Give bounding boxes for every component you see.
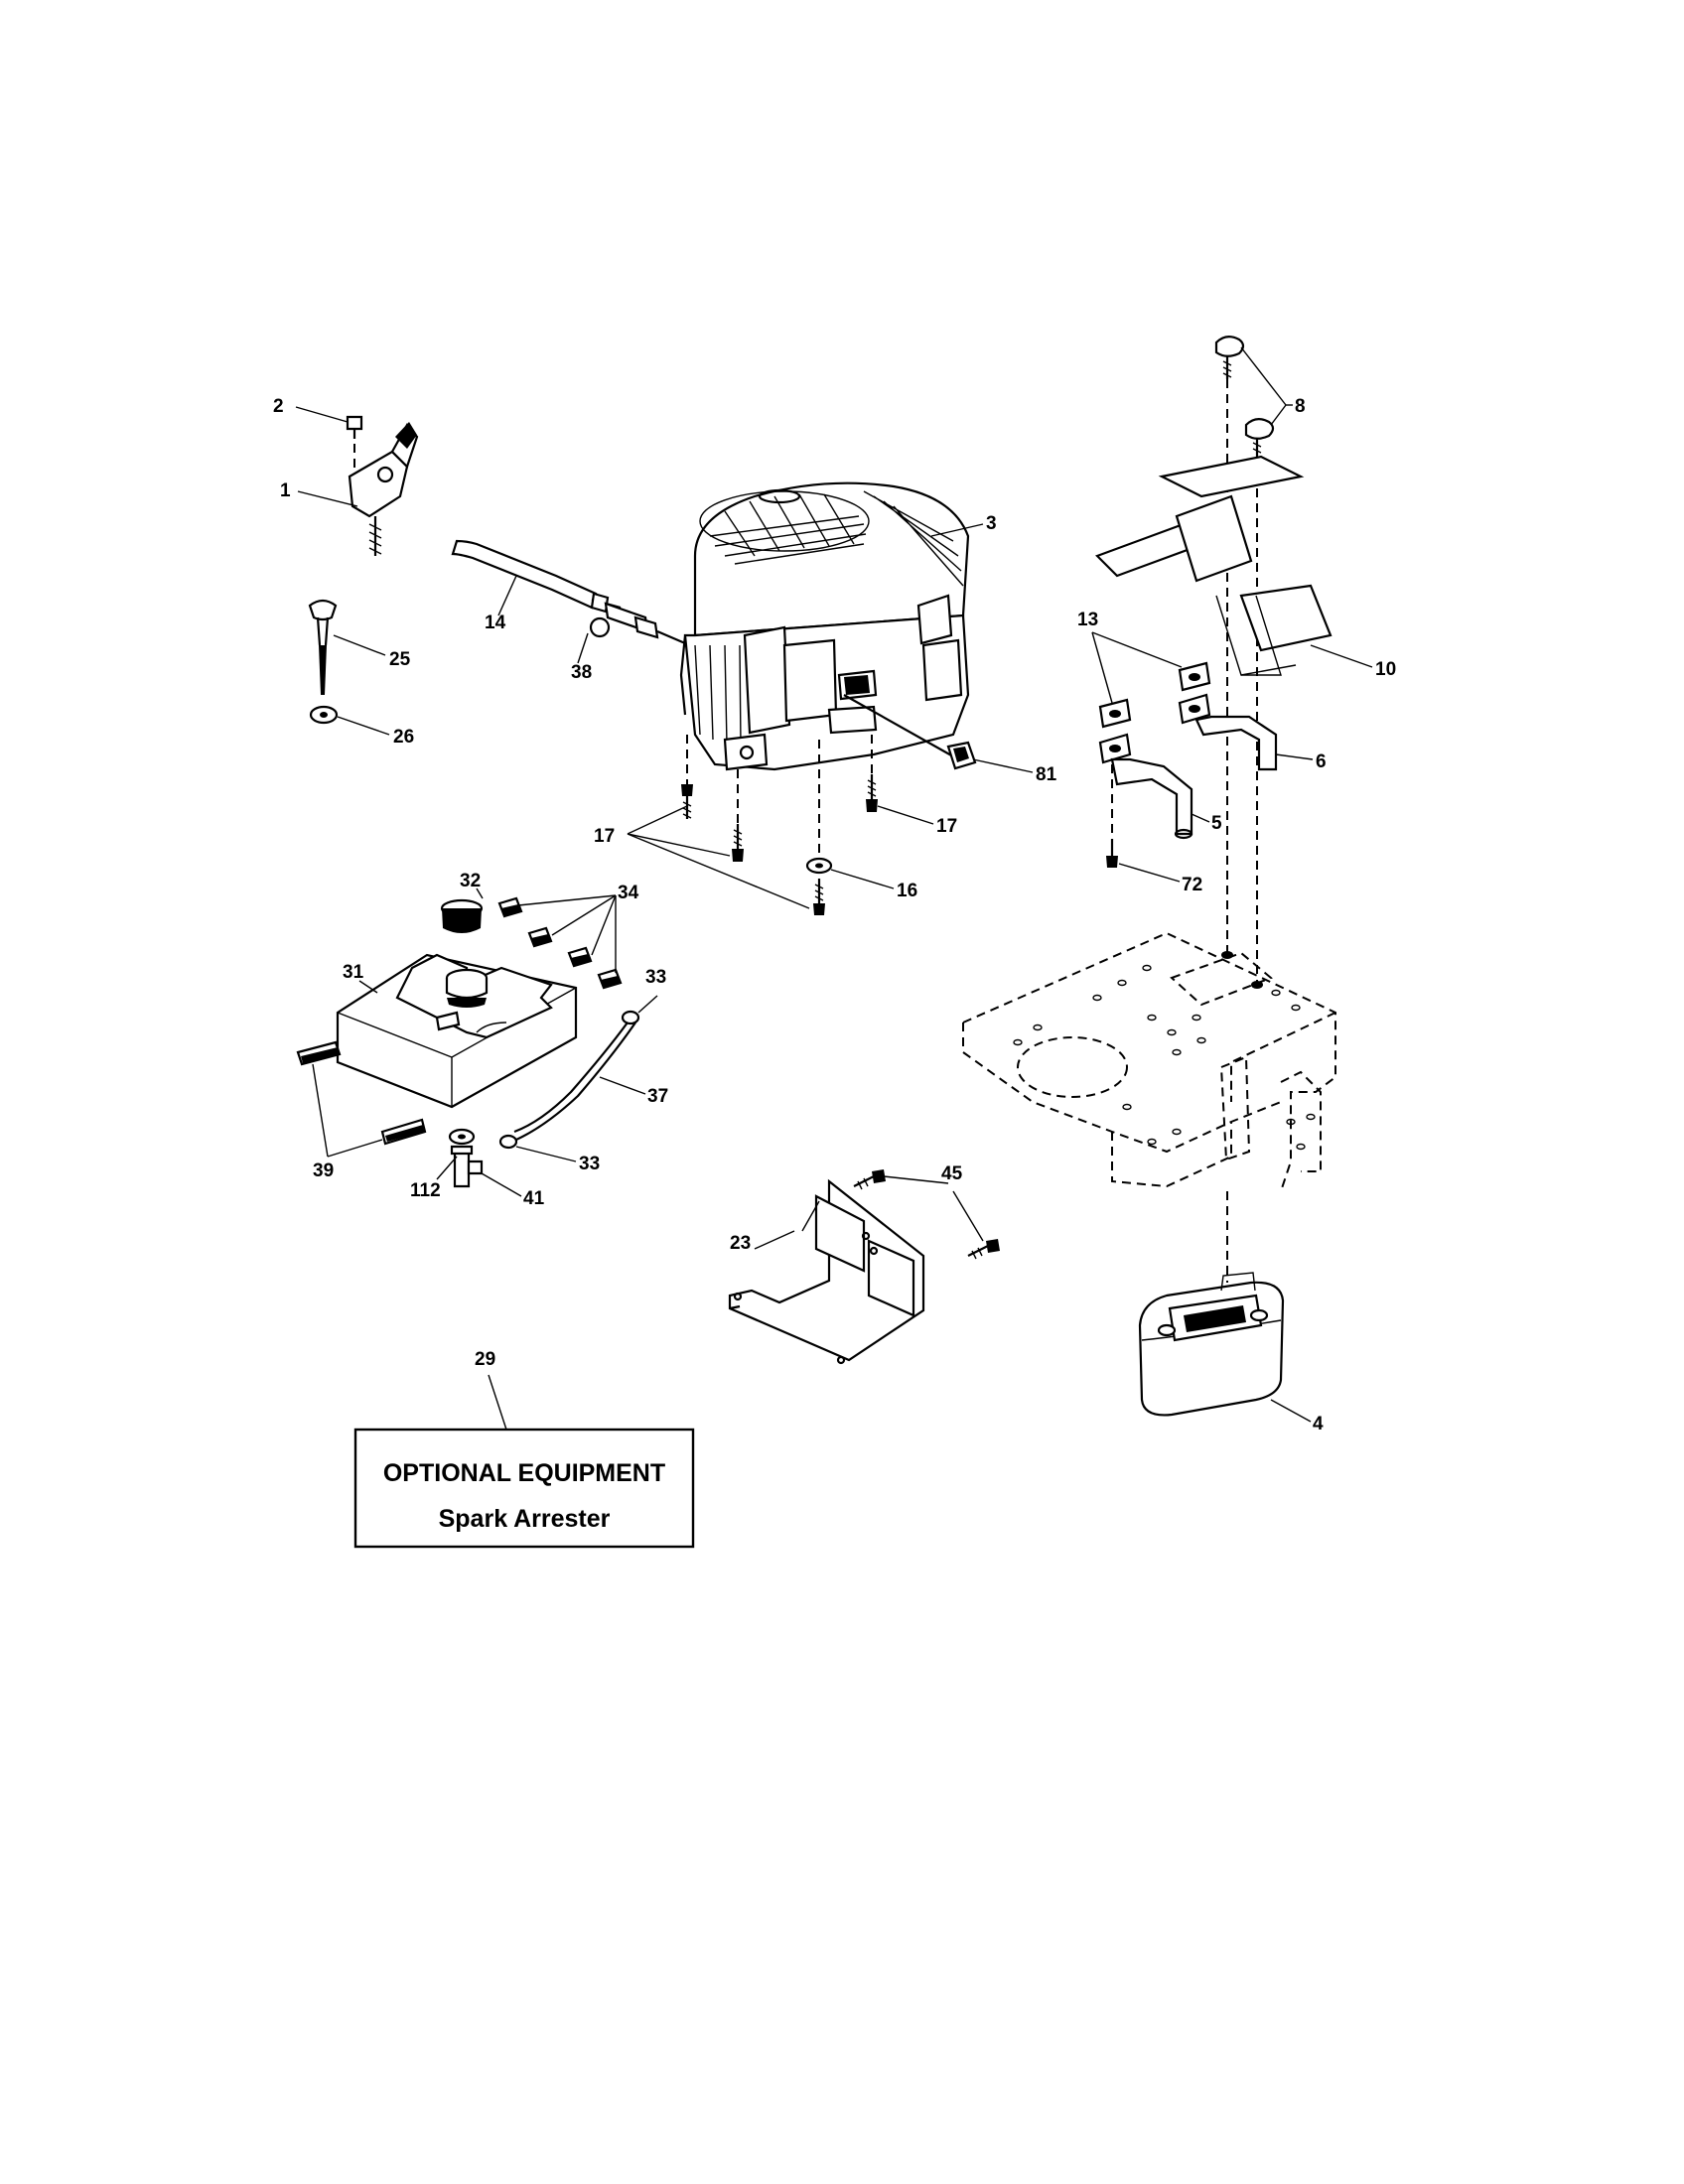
fuel-tank-pad	[567, 946, 593, 968]
callout-4: 4	[1313, 1414, 1324, 1434]
callout-72: 72	[1182, 875, 1202, 895]
engine-bolt	[681, 735, 693, 819]
fuel-fitting	[450, 1145, 484, 1188]
callout-34: 34	[618, 883, 639, 903]
hose-clamp	[498, 1134, 518, 1150]
callout-8: 8	[1295, 396, 1306, 417]
exhaust-pipe	[1178, 693, 1278, 771]
engine-washer	[805, 857, 833, 875]
callout-26: 26	[393, 727, 414, 748]
heat-shield	[1095, 455, 1333, 676]
fuel-clamp	[589, 602, 686, 645]
fuel-tank-pad	[497, 896, 523, 918]
callout-112: 112	[410, 1180, 441, 1201]
callout-6: 6	[1316, 751, 1327, 772]
callout-29: 29	[475, 1349, 495, 1370]
spark-plug-boot	[946, 741, 977, 770]
callout-17-right: 17	[936, 816, 957, 837]
exhaust-gasket	[1098, 698, 1132, 729]
optional-equipment-box: OPTIONAL EQUIPMENT Spark Arrester	[353, 1428, 695, 1549]
guard-bolt	[853, 1169, 886, 1190]
optional-equipment-subtitle: Spark Arrester	[439, 1505, 611, 1533]
callout-32: 32	[460, 871, 481, 891]
muffler	[1138, 1272, 1285, 1417]
engine-bolt	[732, 769, 744, 862]
callout-41: 41	[523, 1188, 545, 1209]
choke-knob	[308, 599, 338, 695]
hose-clamp	[621, 1010, 640, 1025]
mounting-plate	[962, 931, 1336, 1192]
exhaust-gasket	[1178, 661, 1211, 692]
engine	[679, 481, 970, 771]
optional-equipment-title: OPTIONAL EQUIPMENT	[383, 1459, 665, 1487]
callout-5: 5	[1211, 813, 1222, 834]
shoulder-bolt	[1214, 336, 1245, 379]
callout-14: 14	[485, 613, 506, 633]
callout-37: 37	[647, 1086, 668, 1107]
fuel-cap	[440, 898, 484, 933]
exhaust-pipe	[1098, 733, 1193, 840]
callout-2: 2	[273, 396, 284, 417]
tank-pad	[296, 1040, 342, 1066]
callout-33-top: 33	[645, 967, 666, 988]
callout-31: 31	[343, 962, 364, 983]
engine-bolt	[866, 735, 878, 812]
callout-17-left: 17	[594, 826, 615, 847]
callout-16: 16	[897, 881, 917, 901]
fuel-tank	[336, 953, 578, 1109]
throttle-control-bracket	[346, 415, 419, 556]
exhaust-bolt	[1106, 764, 1118, 868]
callout-13: 13	[1077, 610, 1098, 630]
fuel-line	[513, 1022, 636, 1141]
guard-bolt	[967, 1239, 1000, 1260]
washer	[309, 705, 339, 725]
fuel-tank-pad	[597, 968, 623, 990]
callout-23: 23	[730, 1233, 751, 1254]
callout-3: 3	[986, 513, 997, 534]
engine-bolt	[813, 740, 825, 915]
callout-1: 1	[280, 480, 291, 501]
fuel-grommet	[448, 1128, 476, 1146]
callout-39: 39	[313, 1160, 334, 1181]
engine-guard	[728, 1178, 925, 1365]
shoulder-bolt	[1244, 418, 1275, 459]
callout-25: 25	[389, 649, 411, 670]
callout-81: 81	[1036, 764, 1057, 785]
fuel-tank-pad	[527, 926, 553, 948]
callout-45: 45	[941, 1163, 963, 1184]
callout-10: 10	[1375, 659, 1396, 680]
callout-33-bottom: 33	[579, 1154, 600, 1174]
fuel-hose	[451, 539, 622, 614]
tank-pad	[380, 1118, 427, 1146]
callout-38: 38	[571, 662, 592, 683]
